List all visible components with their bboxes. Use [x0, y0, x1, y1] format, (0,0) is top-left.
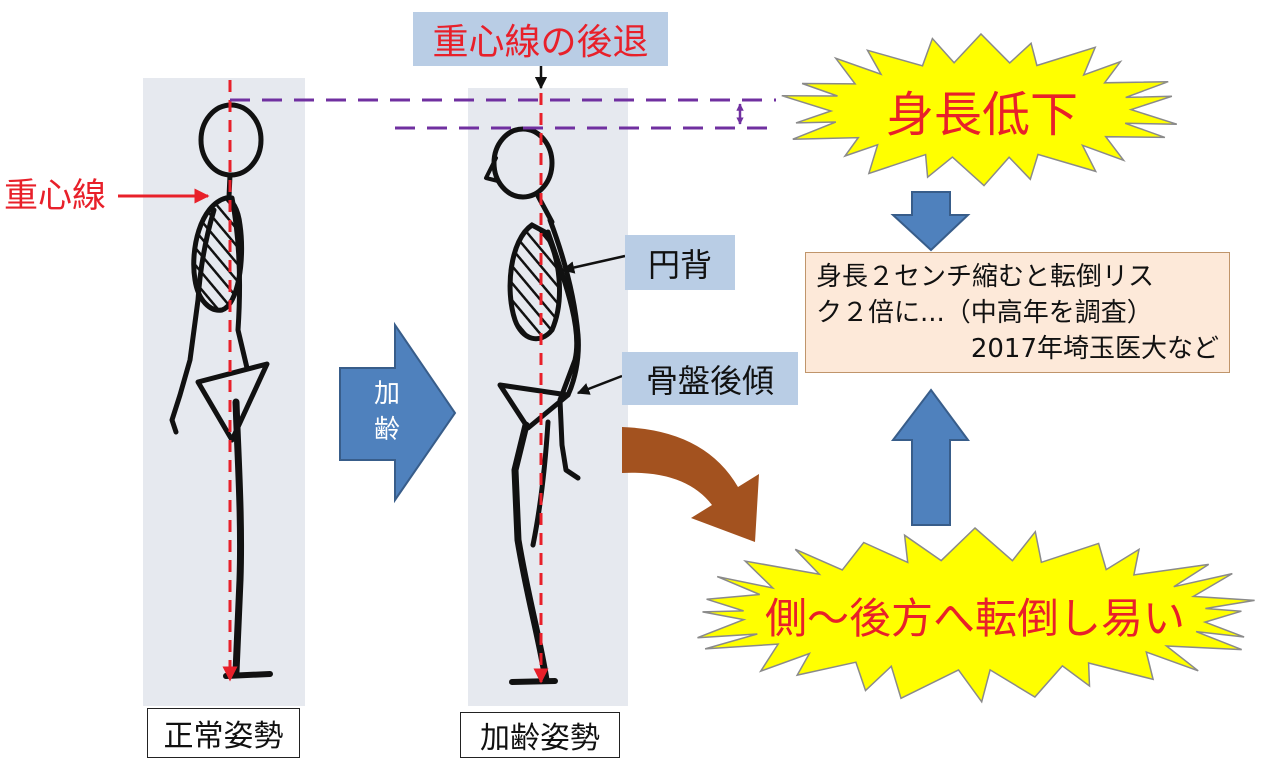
- curved-fall-arrow: [622, 427, 759, 542]
- fall-risk-starburst: [697, 526, 1255, 704]
- kyphosis-label: 円背: [625, 235, 735, 290]
- fall-risk-text: 側～後方へ転倒し易い: [764, 593, 1185, 643]
- aged-posture-caption: 加齢姿勢: [460, 712, 620, 758]
- pelvis: [497, 382, 571, 431]
- pelvic-tilt-label: 骨盤後傾: [622, 352, 798, 405]
- normal-posture-panel: [143, 78, 305, 706]
- leg: [232, 398, 245, 676]
- aging-arrow-char-1: 加: [373, 379, 400, 409]
- info-source: 2017年埼玉医大など: [970, 334, 1219, 364]
- leg: [511, 421, 550, 684]
- aging-right-arrow: [339, 321, 457, 504]
- other-leg: [530, 419, 551, 548]
- kyphosis-pointer-arrow: [561, 254, 626, 274]
- up-arrow: [890, 388, 970, 526]
- normal-posture-caption: 正常姿勢: [147, 708, 300, 758]
- info-line-2: ク２倍に...（中高年を調査）: [816, 298, 1153, 328]
- height-loss-starburst: [781, 32, 1178, 187]
- aged-posture-panel: [468, 88, 628, 706]
- chin: [484, 156, 500, 183]
- height-loss-text: 身長低下: [885, 87, 1078, 143]
- pelvic-tilt-pointer-arrow: [576, 374, 623, 395]
- aging-arrow-char-2: 齢: [373, 415, 400, 445]
- cog-shift-label: 重心線の後退: [413, 12, 668, 66]
- cog-line-label: 重心線: [4, 176, 106, 216]
- aged-posture-figure: [484, 126, 581, 685]
- foot: [509, 678, 558, 685]
- down-arrow: [890, 191, 971, 252]
- study-info-box: 身長２センチ縮むと転倒リス ク２倍に...（中高年を調査） 2017年埼玉医大な…: [805, 252, 1230, 373]
- foot: [223, 671, 273, 679]
- spine: [229, 195, 250, 371]
- arm: [169, 207, 217, 435]
- info-line-1: 身長２センチ縮むと転倒リス: [816, 262, 1155, 292]
- aging-arrow-label: 加 齢: [360, 376, 414, 448]
- pelvis: [195, 361, 270, 443]
